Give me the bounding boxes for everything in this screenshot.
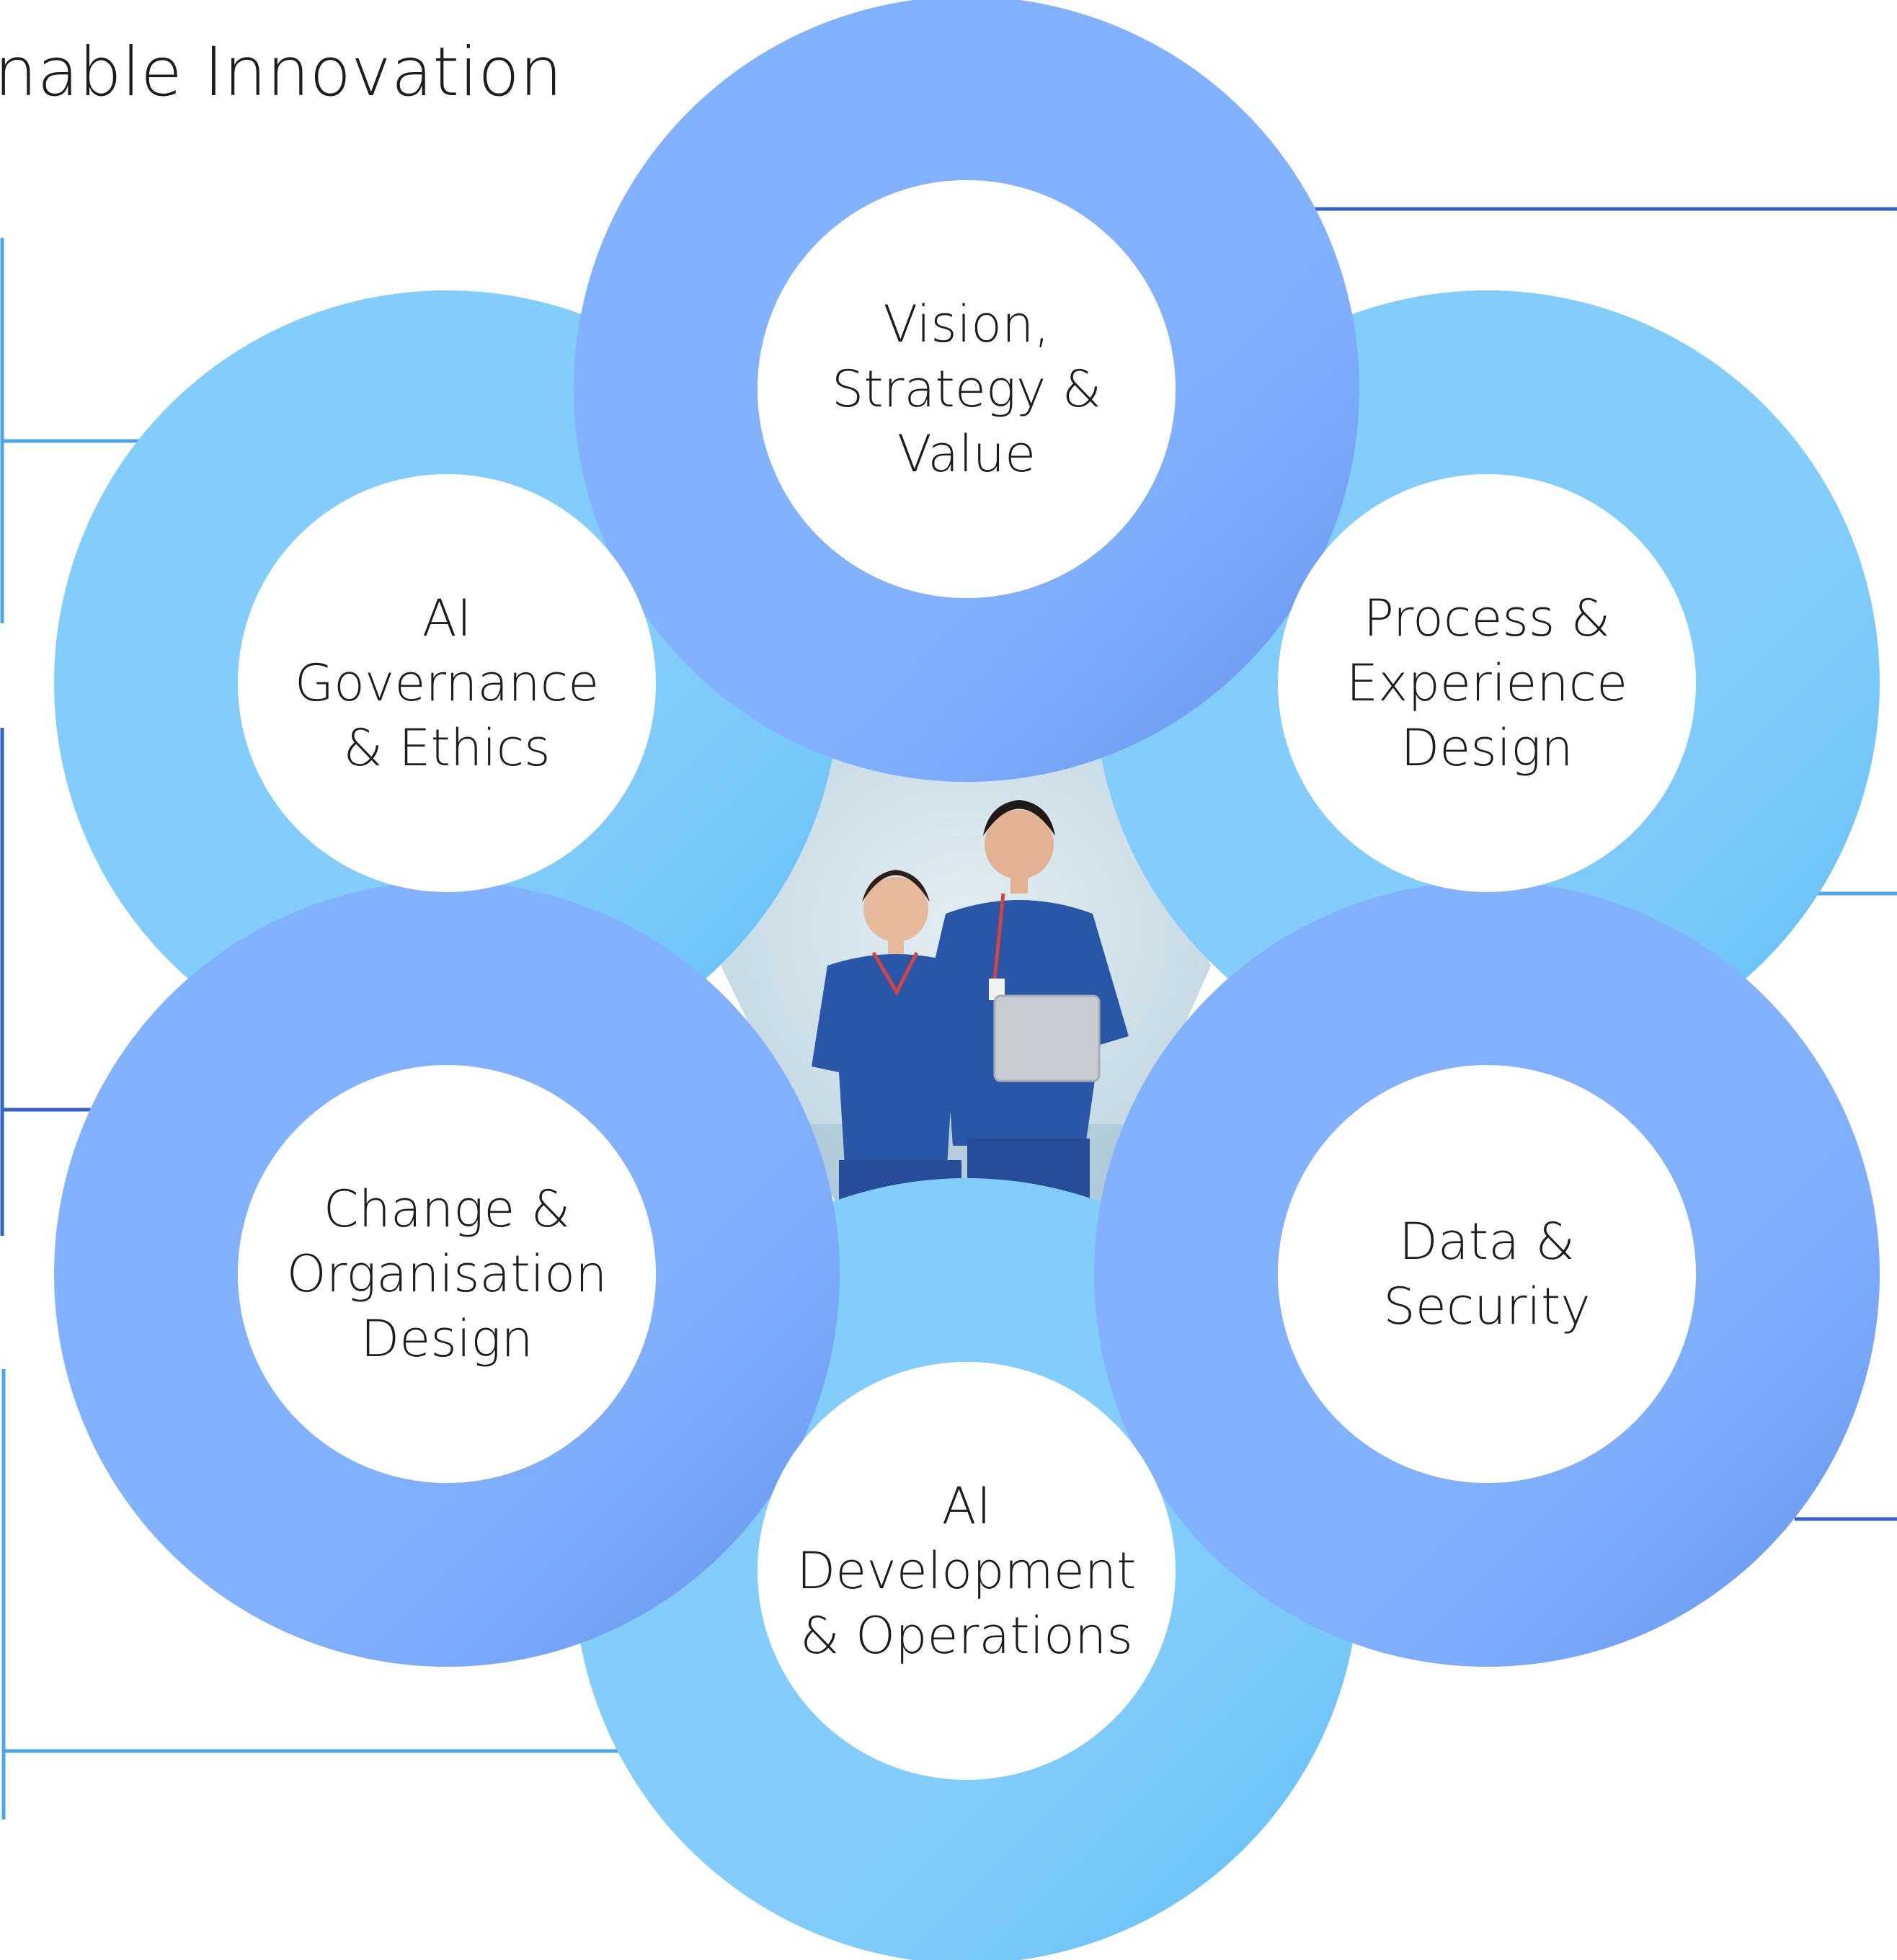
node-label-data-line-1: Security xyxy=(1383,1277,1590,1336)
node-circle-change xyxy=(238,1065,656,1483)
node-label-vision-line-2: Value xyxy=(897,424,1036,484)
node-label-change-line-0: Change & xyxy=(324,1180,570,1239)
ring-change xyxy=(54,881,840,1667)
node-label-governance: AI Governance& Ethics xyxy=(295,589,599,778)
diagram-title: nable Innovation xyxy=(0,33,562,112)
node-label-vision-line-1: Strategy & xyxy=(832,360,1101,419)
ring-data-shade xyxy=(1094,881,1880,1667)
ring-change-shade xyxy=(54,881,840,1667)
node-label-aidev-line-1: Development xyxy=(796,1541,1136,1600)
ring-vision xyxy=(574,0,1359,782)
node-circle-data xyxy=(1278,1065,1696,1483)
node-label-change-line-2: Design xyxy=(360,1309,533,1368)
node-label-governance-line-1: Governance xyxy=(295,654,599,713)
rings-layer xyxy=(54,0,1880,1960)
node-circle-process xyxy=(1278,474,1696,892)
node-label-vision: Vision, Strategy &Value xyxy=(832,295,1101,484)
node-label-governance-line-2: & Ethics xyxy=(343,718,550,778)
node-label-data: Data & Security xyxy=(1383,1212,1590,1336)
node-label-process-line-1: Experience xyxy=(1346,654,1627,713)
node-circle-aidev xyxy=(758,1362,1176,1780)
node-label-change-line-1: Organisation xyxy=(287,1244,608,1304)
ring-vision-shade xyxy=(574,0,1359,782)
node-label-vision-line-0: Vision, xyxy=(883,295,1049,354)
healthcare-worker-man xyxy=(917,800,1129,1211)
node-label-governance-line-0: AI xyxy=(422,589,472,648)
node-circle-governance xyxy=(238,474,656,892)
connector-lines xyxy=(0,207,1897,1819)
ring-data xyxy=(1094,881,1880,1667)
node-label-process-line-2: Design xyxy=(1400,718,1573,778)
node-label-data-line-0: Data & xyxy=(1399,1212,1575,1271)
node-label-process-line-0: Process & xyxy=(1364,589,1610,648)
node-label-aidev-line-2: & Operations xyxy=(800,1606,1133,1665)
node-circle-vision xyxy=(758,180,1176,598)
node-label-aidev-line-0: AI xyxy=(942,1476,992,1536)
